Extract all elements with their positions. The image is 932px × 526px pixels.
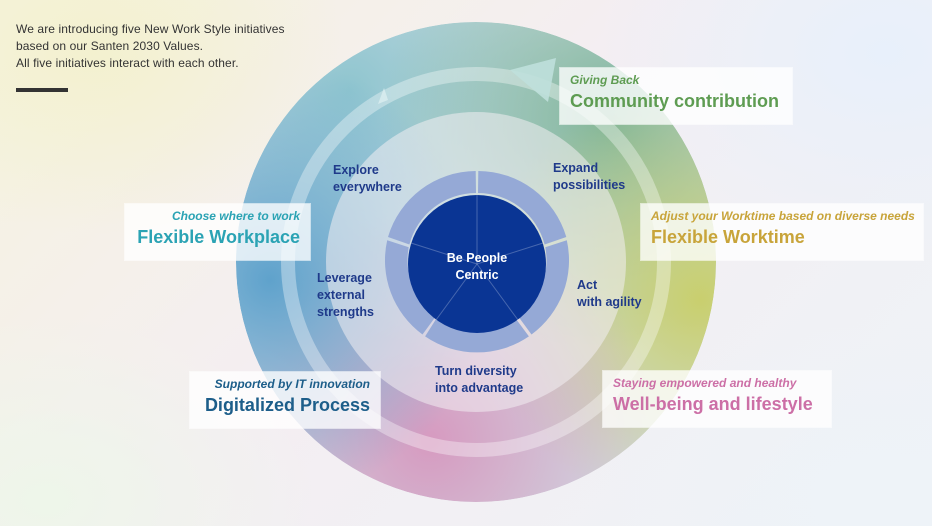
center-label: Be People Centric <box>420 250 534 284</box>
initiative-digital-title: Digitalized Process <box>204 395 370 415</box>
initiative-community-subtitle: Giving Back <box>570 73 640 87</box>
segment-explore <box>388 171 476 245</box>
cycle-arrow-tail-icon <box>378 88 388 104</box>
value-turn-line-2: into advantage <box>435 381 524 395</box>
initiative-worktime: Adjust your Worktime based on diverse ne… <box>641 204 923 260</box>
initiative-wellbeing-subtitle: Staying empowered and healthy <box>613 376 797 390</box>
cycle-arrow-icon <box>510 58 556 102</box>
value-explore-line-2: everywhere <box>333 180 402 194</box>
value-leverage-line-2: external <box>317 288 365 302</box>
value-expand-line-1: Expand <box>553 161 599 175</box>
initiative-workplace: Choose where to work Flexible Workplace <box>125 204 310 260</box>
value-explore: Explore everywhere <box>333 162 402 196</box>
center-circle <box>408 195 546 333</box>
initiative-community-title: Community contribution <box>570 91 779 111</box>
value-act-line-1: Act <box>577 278 598 292</box>
center-label-line-1: Be People <box>446 251 508 265</box>
segment-act <box>517 240 570 335</box>
value-explore-line-1: Explore <box>333 163 379 177</box>
segment-leverage <box>384 240 437 335</box>
initiative-worktime-subtitle: Adjust your Worktime based on diverse ne… <box>651 209 915 223</box>
value-turn-line-1: Turn diversity <box>435 364 517 378</box>
value-turn: Turn diversity into advantage <box>435 363 523 397</box>
value-leverage-line-3: strengths <box>317 305 374 319</box>
center-dividers <box>410 195 544 321</box>
segment-expand <box>478 171 567 245</box>
value-act: Act with agility <box>577 277 642 311</box>
value-leverage-line-1: Leverage <box>317 271 372 285</box>
center-label-line-2: Centric <box>455 268 499 282</box>
initiative-workplace-title: Flexible Workplace <box>137 227 300 247</box>
intro-line-1: We are introducing five New Work Style i… <box>16 22 285 36</box>
initiative-digital: Supported by IT innovation Digitalized P… <box>190 372 380 428</box>
intro-divider <box>16 88 68 92</box>
initiative-workplace-subtitle: Choose where to work <box>171 209 300 223</box>
intro-line-2: based on our Santen 2030 Values. <box>16 39 204 53</box>
intro-text: We are introducing five New Work Style i… <box>16 21 285 72</box>
initiative-community: Giving Back Community contribution <box>560 68 792 124</box>
initiative-worktime-title: Flexible Worktime <box>651 227 805 247</box>
initiative-digital-subtitle: Supported by IT innovation <box>214 377 370 391</box>
value-expand-line-2: possibilities <box>553 178 626 192</box>
initiative-wellbeing-title: Well-being and lifestyle <box>613 394 813 414</box>
arrow-track <box>281 67 671 457</box>
value-expand: Expand possibilities <box>553 160 625 194</box>
initiative-wellbeing: Staying empowered and healthy Well-being… <box>603 371 831 427</box>
intro-line-3: All five initiatives interact with each … <box>16 56 239 70</box>
value-leverage: Leverage external strengths <box>317 270 374 321</box>
value-act-line-2: with agility <box>577 295 642 309</box>
